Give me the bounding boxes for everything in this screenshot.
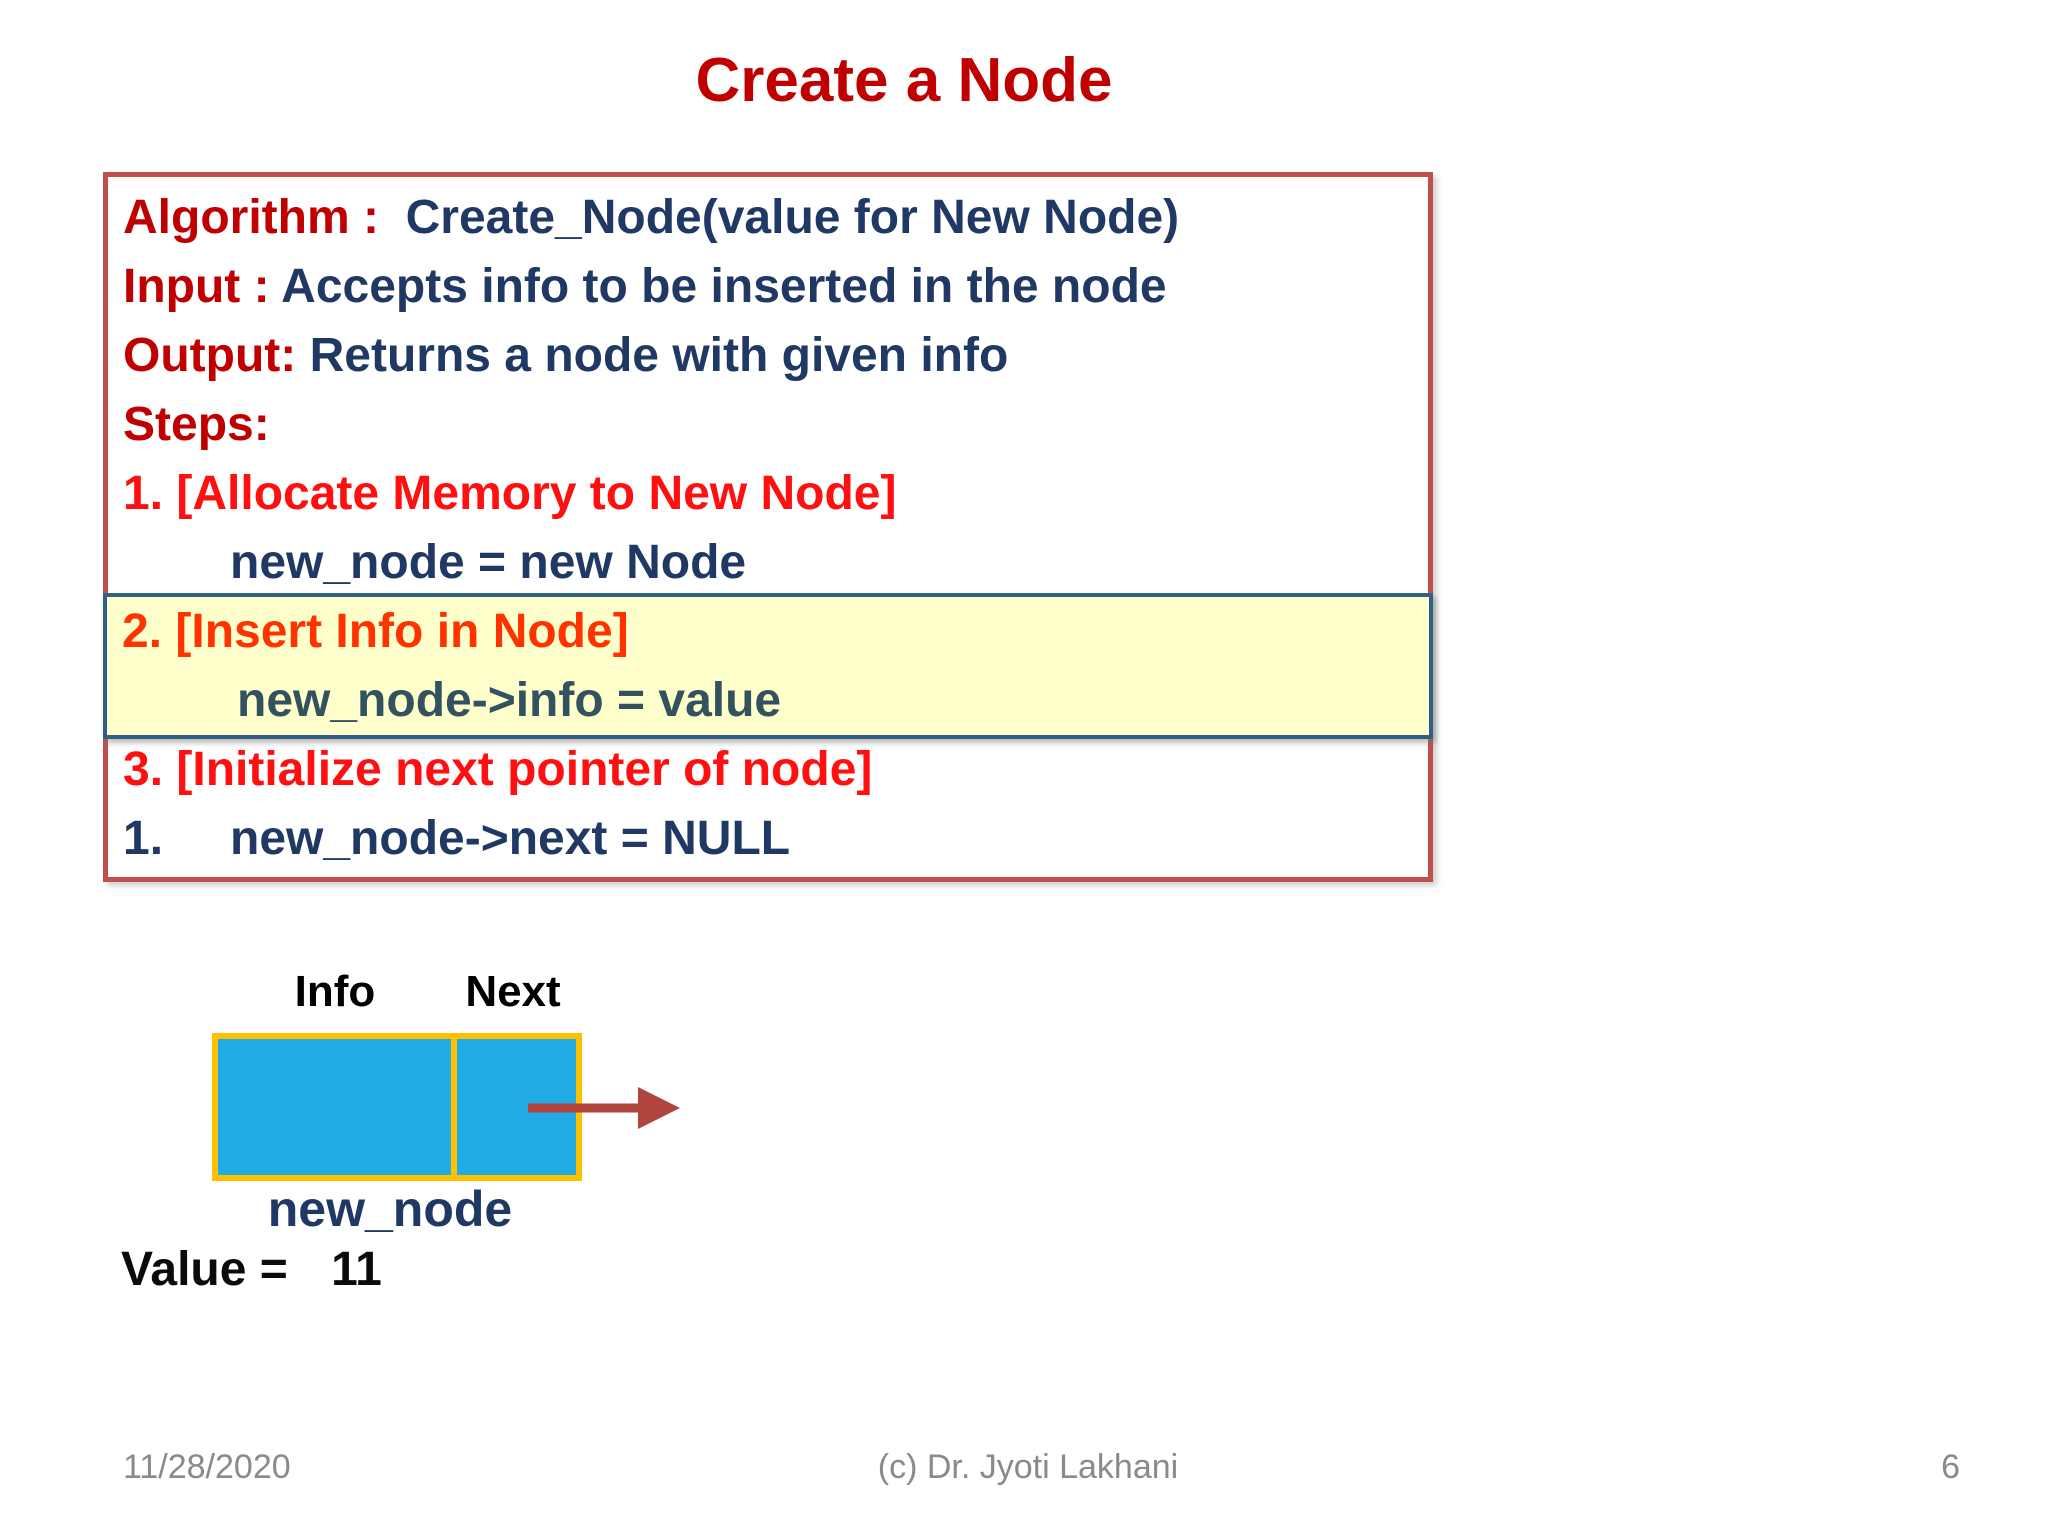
- algorithm-code-3: 1. new_node->next = NULL: [108, 804, 1428, 873]
- algorithm-step-3: 3. [Initialize next pointer of node]: [123, 743, 873, 796]
- code-text: new_node->next = NULL: [230, 812, 791, 865]
- next-pointer-arrow-icon: [528, 1087, 680, 1129]
- algorithm-line-input: Input : Accepts info to be inserted in t…: [108, 252, 1428, 321]
- algorithm-line-output: Output: Returns a node with given info: [108, 321, 1428, 390]
- algorithm-box: Algorithm : Create_Node(value for New No…: [103, 172, 1433, 882]
- algorithm-label: Algorithm :: [123, 191, 393, 244]
- input-text: Accepts info to be inserted in the node: [281, 260, 1167, 313]
- algorithm-code-2: new_node->info = value: [237, 674, 782, 727]
- algorithm-signature: Create_Node(value for New Node): [392, 191, 1180, 244]
- page-number: 6: [1941, 1448, 1960, 1486]
- info-cell-label: Info: [294, 967, 376, 1016]
- value-label: Value =: [121, 1243, 302, 1296]
- algorithm-step-2: 2. [Insert Info in Node]: [122, 605, 629, 658]
- node-info-cell: [218, 1039, 451, 1175]
- value-number: 11: [331, 1243, 382, 1296]
- algorithm-step-1: 1. [Allocate Memory to New Node]: [123, 467, 897, 520]
- footer-date: 11/28/2020: [123, 1448, 291, 1486]
- node-cell-divider: [451, 1039, 457, 1175]
- slide-title: Create a Node: [695, 46, 1113, 115]
- value-assignment: Value = 11: [121, 1242, 382, 1298]
- output-text: Returns a node with given info: [309, 329, 1009, 382]
- steps-label: Steps:: [123, 398, 270, 451]
- algorithm-code-1: new_node = new Node: [230, 536, 747, 589]
- highlighted-step-box: 2. [Insert Info in Node] new_node->info …: [103, 593, 1433, 739]
- output-label: Output:: [123, 329, 310, 382]
- algorithm-line-header: Algorithm : Create_Node(value for New No…: [108, 183, 1428, 252]
- next-cell-label: Next: [465, 967, 561, 1016]
- footer-credit: (c) Dr. Jyoti Lakhani: [877, 1448, 1179, 1486]
- node-name-label: new_node: [267, 1181, 513, 1237]
- algorithm-line-steps: Steps:: [108, 390, 1428, 459]
- node-box: [212, 1033, 582, 1181]
- input-label: Input :: [123, 260, 282, 313]
- list-number: 1.: [123, 812, 164, 865]
